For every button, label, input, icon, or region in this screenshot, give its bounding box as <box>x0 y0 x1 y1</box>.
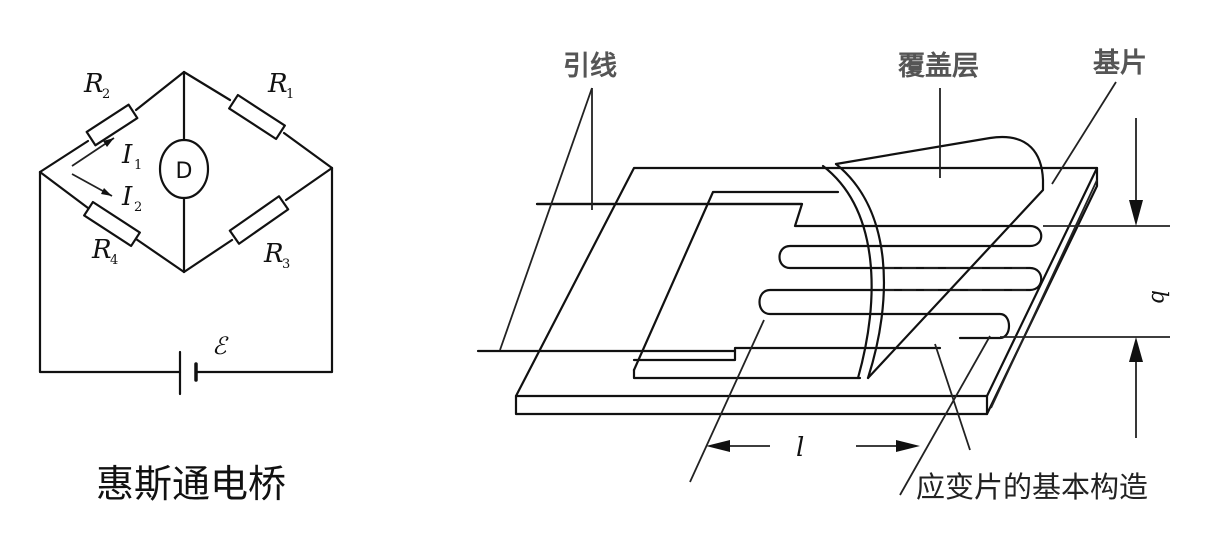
detector-circle <box>158 138 210 200</box>
dimension-l: l <box>706 433 920 463</box>
label-substrate: 基片 <box>1093 48 1147 79</box>
label-i1-sub: 1 <box>134 158 142 173</box>
label-i1: I <box>121 140 133 170</box>
label-r3-sub: 3 <box>282 257 290 272</box>
strain-gauge-diagram: b l 引线 覆盖层 基片 应变片的基本构造 <box>476 48 1171 504</box>
label-r4: R <box>91 235 112 265</box>
label-r3: R <box>263 239 284 269</box>
resistor-r2 <box>85 103 139 147</box>
label-i2: I <box>121 182 133 212</box>
resistor-r1 <box>228 93 286 141</box>
label-r4-sub: 4 <box>110 253 118 268</box>
wheatstone-bridge-diagram: D R 2 R 1 R 4 R 3 I 1 I 2 ℰ 惠斯通电桥 <box>38 69 334 506</box>
sensitive-grid <box>535 190 1043 380</box>
detector-label: D <box>176 159 193 184</box>
resistor-r4 <box>83 200 141 248</box>
label-r1-sub: 1 <box>286 87 294 102</box>
label-i2-sub: 2 <box>134 200 142 215</box>
label-r2: R <box>83 69 104 99</box>
wheatstone-caption: 惠斯通电桥 <box>96 462 286 506</box>
label-emf: ℰ <box>212 332 229 360</box>
label-lead-wire: 引线 <box>563 51 617 82</box>
strain-gauge-caption: 应变片的基本构造 <box>916 470 1148 504</box>
dimension-b: b <box>1000 118 1171 438</box>
lead-wires <box>476 202 804 353</box>
label-r1: R <box>267 69 288 99</box>
label-width-b: b <box>1146 290 1171 304</box>
substrate-plate <box>514 166 1099 416</box>
label-length-l: l <box>796 433 804 463</box>
resistor-r3 <box>228 195 290 245</box>
label-r2-sub: 2 <box>102 87 110 102</box>
label-cover-layer: 覆盖层 <box>898 51 979 82</box>
cover-layer <box>821 135 1045 380</box>
